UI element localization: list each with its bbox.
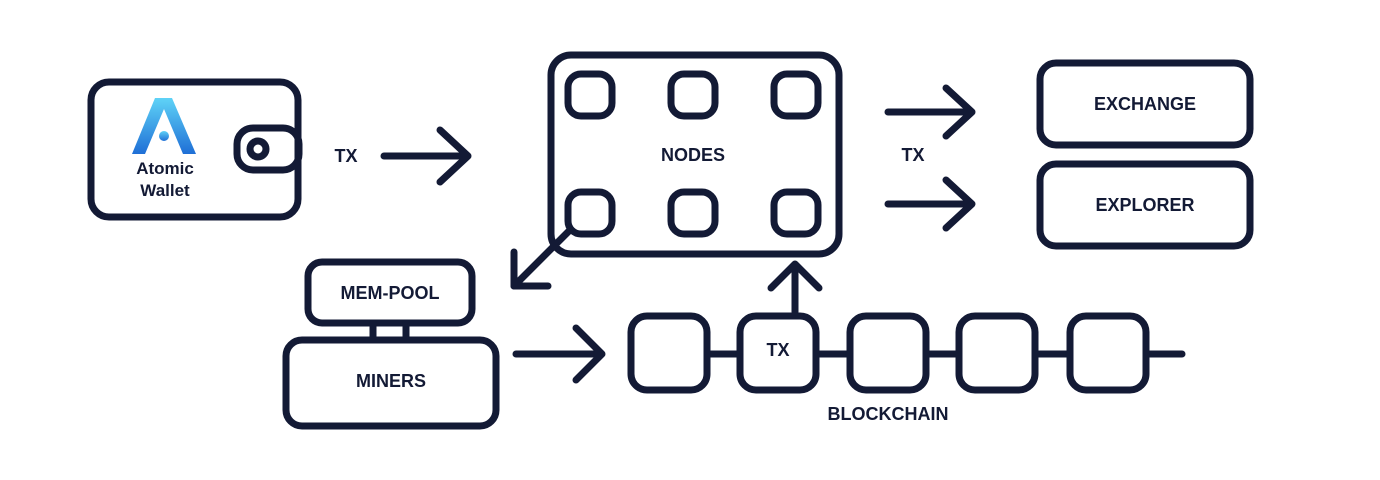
exchange-label: EXCHANGE [1094, 94, 1196, 114]
block [1066, 312, 1150, 394]
wallet-clasp [233, 124, 303, 174]
node-icon [564, 188, 616, 238]
arrow-nodes-to-explorer [884, 176, 976, 232]
node-icon [667, 70, 719, 120]
explorer-box [1036, 160, 1254, 250]
explorer-label: EXPLORER [1095, 195, 1194, 215]
tx-label-out: TX [901, 145, 924, 165]
wallet-brand-line2: Wallet [140, 181, 190, 200]
arrow-miners-to-blockchain [512, 324, 606, 384]
wallet-brand-line1: Atomic [136, 159, 194, 178]
node-icon [770, 188, 822, 238]
arrow-wallet-to-nodes [380, 126, 472, 186]
exchange-box [1036, 59, 1254, 149]
arrow-block-to-nodes [767, 260, 823, 316]
arrow-nodes-to-mempool [510, 226, 574, 290]
block [846, 312, 930, 394]
nodes-label: NODES [661, 145, 725, 165]
nodes-box [547, 51, 843, 258]
block-tx [736, 312, 820, 394]
miners-label: MINERS [356, 371, 426, 391]
tx-label-block: TX [766, 340, 789, 360]
blockchain-label: BLOCKCHAIN [828, 404, 949, 424]
block [627, 312, 711, 394]
mempool-box [304, 258, 476, 327]
arrow-nodes-to-exchange [884, 84, 976, 140]
node-icon [667, 188, 719, 238]
block [955, 312, 1039, 394]
atomic-wallet-logo [132, 98, 196, 154]
tx-label-wallet: TX [334, 146, 357, 166]
node-icon [564, 70, 616, 120]
node-icon [770, 70, 822, 120]
miners-box [282, 336, 500, 430]
wallet-clasp-button [246, 137, 270, 161]
mempool-label: MEM-POOL [341, 283, 440, 303]
